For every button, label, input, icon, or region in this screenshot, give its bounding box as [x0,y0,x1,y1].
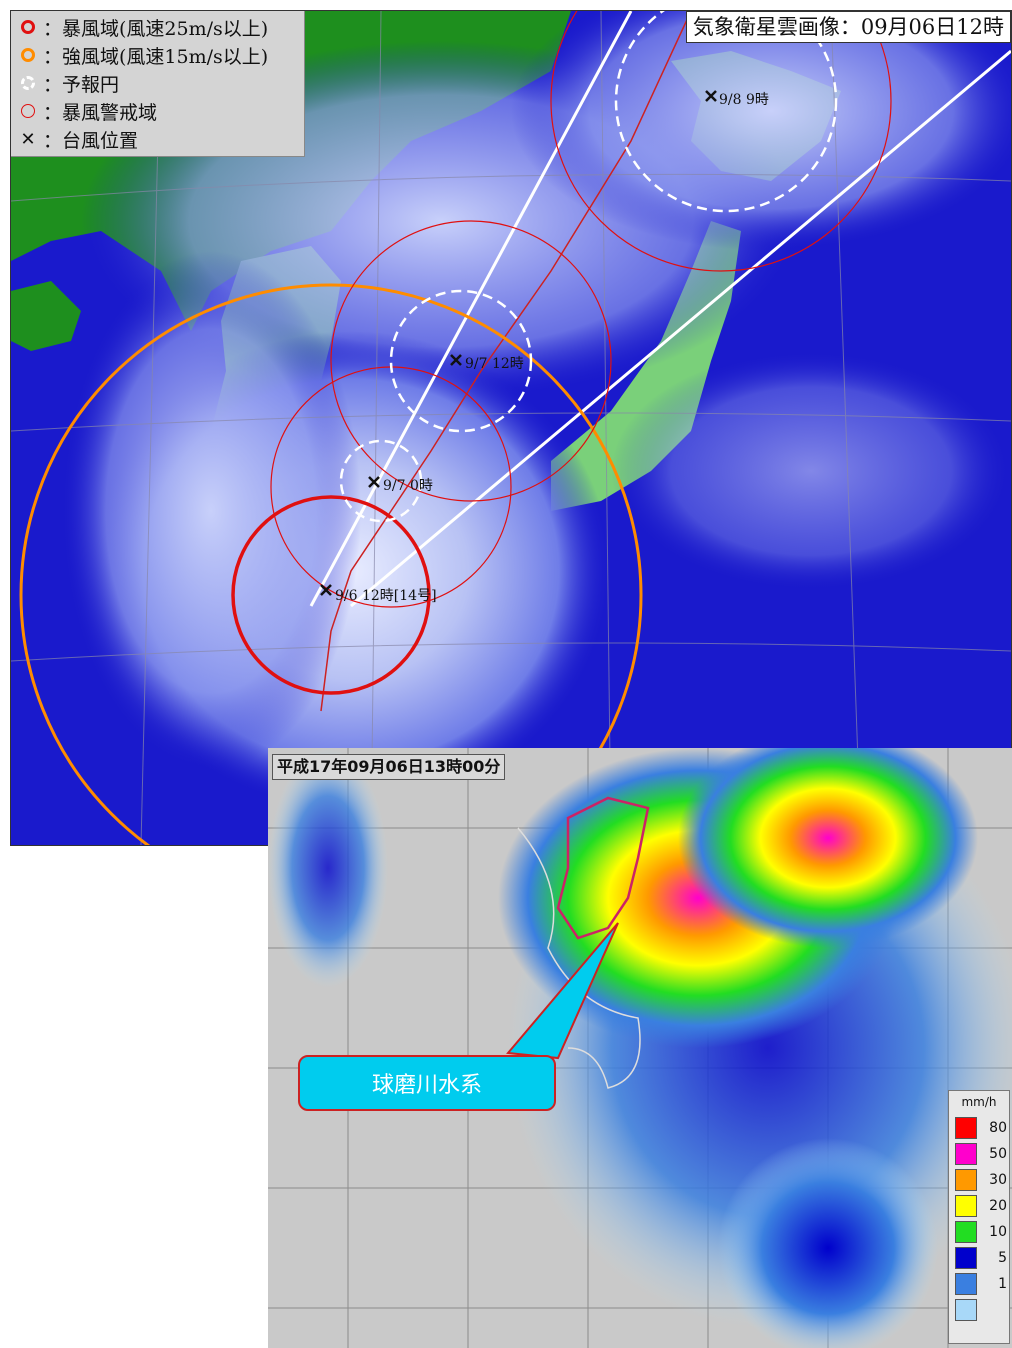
rain-swatch [955,1247,977,1269]
legend-label: ：予報円 [43,73,120,96]
rain-swatch [955,1117,977,1139]
kuma-river-callout: 球磨川水系 [298,1055,556,1111]
rainfall-scale-item: 1 [949,1271,1009,1297]
rain-swatch [955,1195,977,1217]
rain-swatch [955,1299,977,1321]
legend-item-storm-warning-area: ：暴風警戒域 [17,97,298,125]
rainfall-scale-item: 20 [949,1193,1009,1219]
rain-swatch [955,1273,977,1295]
position-marker [705,90,717,102]
legend-label: ：強風域(風速15m/s以上) [43,45,269,68]
thin-red-circle-icon [17,100,39,122]
position-label-0907-00: 9/7 0時 [383,478,433,494]
rainfall-scale-item: 10 [949,1219,1009,1245]
legend-label: ：暴風警戒域 [43,101,158,124]
rain-value: 50 [989,1146,1007,1162]
position-label-0907-12: 9/7 12時 [465,356,524,372]
rainfall-scale-item: 5 [949,1245,1009,1271]
cross-icon: ✕ [20,128,36,150]
legend-item-gale-area: ：強風域(風速15m/s以上) [17,41,298,69]
rain-swatch [955,1221,977,1243]
rain-value: 5 [998,1250,1007,1266]
legend-item-typhoon-position: ✕ ：台風位置 [17,125,298,153]
rainfall-scale-legend: mm/h 80 50 30 20 10 5 1 [948,1090,1010,1344]
rainfall-scale-item: 50 [949,1141,1009,1167]
rain-value: 20 [989,1198,1007,1214]
position-label-0908-09: 9/8 9時 [719,92,769,108]
legend-label: ：台風位置 [43,129,139,152]
rain-value: 30 [989,1172,1007,1188]
legend-item-forecast-circle: ：予報円 [17,69,298,97]
rain-value: 1 [998,1276,1007,1292]
rain-swatch [955,1143,977,1165]
legend-item-storm-area: ：暴風域(風速25m/s以上) [17,13,298,41]
satellite-map-graphic [11,11,1011,845]
radar-map-graphic [268,748,1012,1348]
rain-swatch [955,1169,977,1191]
position-marker [320,584,332,596]
rainfall-scale-item [949,1297,1009,1323]
rain-radar-map: 平成17年09月06日13時00分 mm/h 80 50 30 20 10 5 [268,748,1012,1348]
white-dashed-circle-icon [17,72,39,94]
rain-value: 80 [989,1120,1007,1136]
legend-label: ：暴風域(風速25m/s以上) [43,17,269,40]
red-circle-icon [17,16,39,38]
orange-circle-icon [17,44,39,66]
position-marker [368,476,380,488]
position-marker [450,354,462,366]
radar-timestamp: 平成17年09月06日13時00分 [272,754,506,780]
rainfall-scale-item: 80 [949,1115,1009,1141]
position-label-0906-12: 9/6 12時[14号] [335,588,437,604]
map-legend: ：暴風域(風速25m/s以上) ：強風域(風速15m/s以上) ：予報円 ：暴風… [11,11,305,157]
satellite-image-title: 気象衛星雲画像：09月06日12時 [685,11,1011,43]
rain-value: 10 [989,1224,1007,1240]
rainfall-scale-item: 30 [949,1167,1009,1193]
rainfall-unit: mm/h [961,1095,997,1109]
satellite-cloud-map: ：暴風域(風速25m/s以上) ：強風域(風速15m/s以上) ：予報円 ：暴風… [10,10,1012,846]
